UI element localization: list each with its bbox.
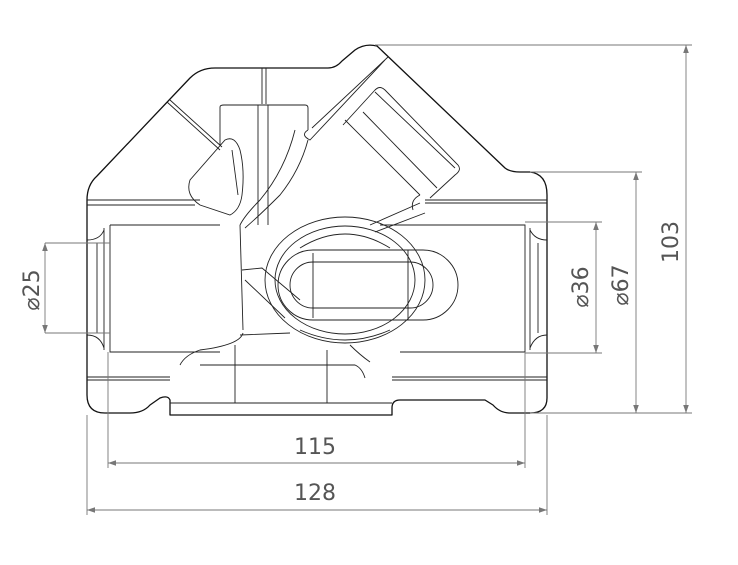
dimension-label-inner-width: 115 xyxy=(294,435,336,460)
diagonal-arm xyxy=(239,56,460,229)
dimensions: 128 115 103 ⌀67 ⌀36 ⌀25 xyxy=(20,44,692,515)
valve-oval xyxy=(264,202,459,344)
dimension-label-overall-width: 128 xyxy=(294,481,336,506)
right-bore xyxy=(380,224,548,353)
dimension-label-diameter-67: ⌀67 xyxy=(609,264,634,305)
left-bore xyxy=(86,224,220,353)
top-boss xyxy=(219,68,309,225)
dimension-label-diameter-36: ⌀36 xyxy=(569,266,594,307)
dimension-label-diameter-25: ⌀25 xyxy=(20,269,45,310)
part-outline xyxy=(86,44,548,416)
dimension-label-overall-height: 103 xyxy=(659,221,684,263)
part-view xyxy=(86,44,548,416)
